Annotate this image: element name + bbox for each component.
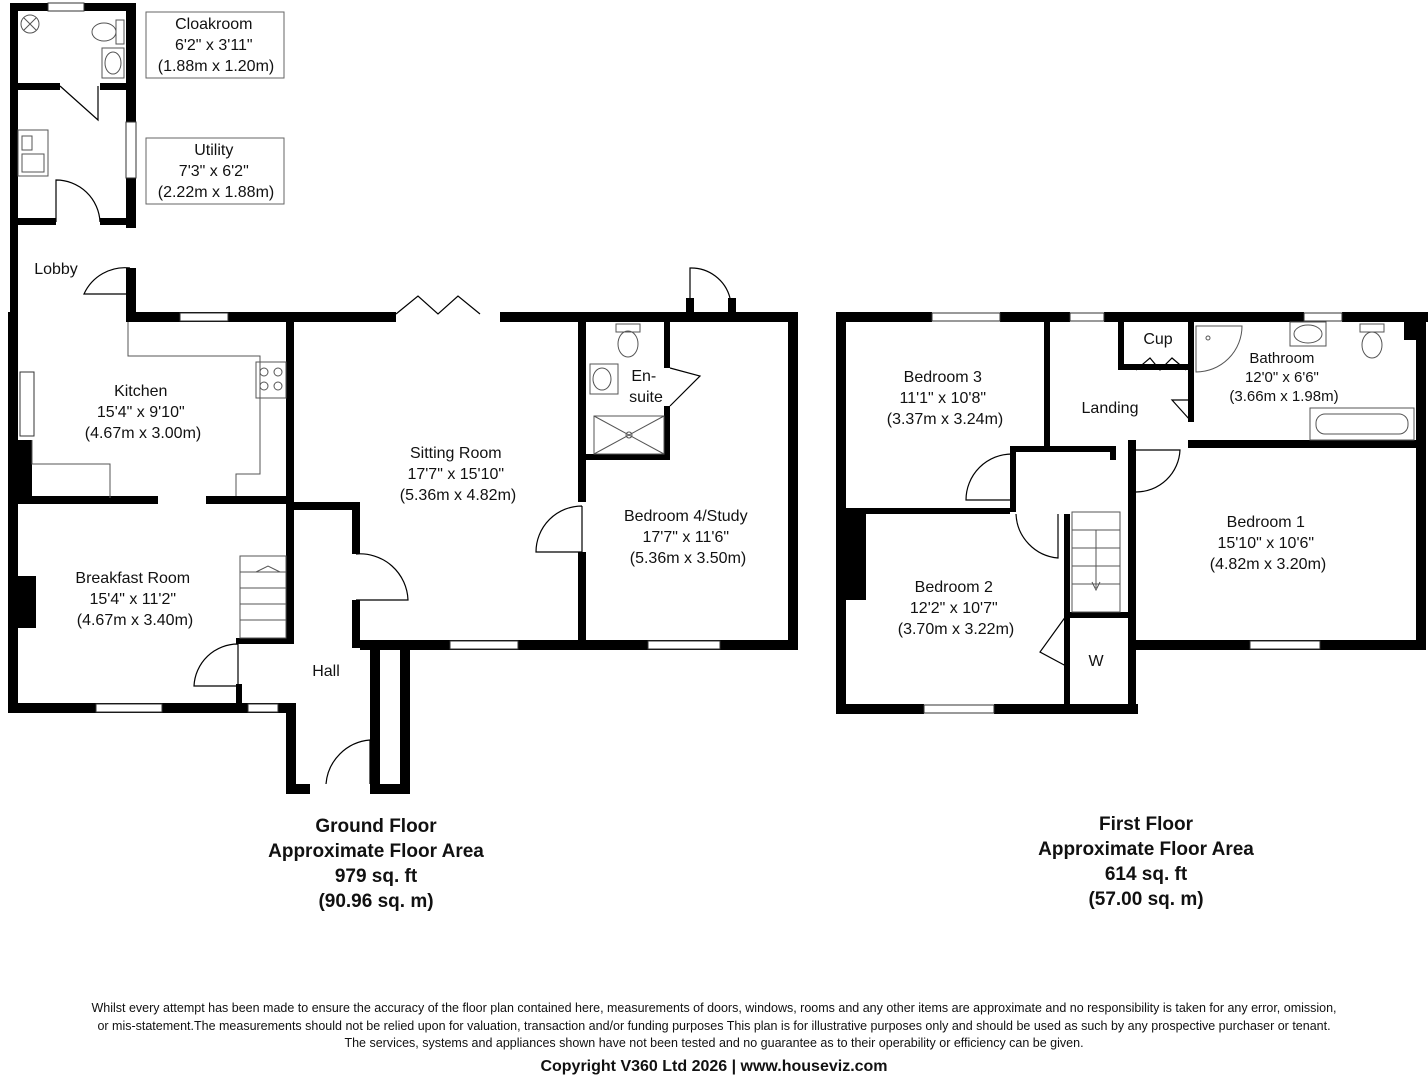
basin-icon [589,363,619,395]
first-floor-doors [965,357,1191,667]
bedroom-4-label: Bedroom 4/Study 17'7" x 11'6" (5.36m x 3… [624,508,752,567]
hob-icon [255,361,287,399]
ground-floor-windows [19,2,721,713]
first-floor-labels: Bedroom 3 11'1" x 10'8" (3.37m x 3.24m) … [887,331,1339,670]
sitting-room-label: Sitting Room 17'7" x 15'10" (5.36m x 4.8… [400,445,516,504]
bathroom-label: Bathroom 12'0" x 6'6" (3.66m x 1.98m) [1229,350,1338,405]
shower-tray-icon [593,415,665,455]
label-box [145,11,285,205]
kitchen-label: Kitchen 15'4" x 9'10" (4.67m x 3.00m) [85,383,201,442]
basin-icon [101,47,125,79]
toilet-icon [615,323,641,358]
utility-label: Utility 7'3" x 6'2" (2.22m x 1.88m) [158,142,274,201]
bedroom-1-label: Bedroom 1 15'10" x 10'6" (4.82m x 3.20m) [1210,514,1326,573]
ground-floor-doors [55,85,731,785]
breakfast-room-label: Breakfast Room 15'4" x 11'2" (4.67m x 3.… [75,570,194,629]
first-floor-title: First Floor [1099,814,1193,835]
bedroom-2-label: Bedroom 2 12'2" x 10'7" (3.70m x 3.22m) [898,579,1014,638]
cloakroom-label: Cloakroom 6'2" x 3'11" (1.88m x 1.20m) [158,16,274,75]
extractor-fan-icon [20,14,40,34]
ground-floor-area-subtitle: Approximate Floor Area [268,841,484,862]
staircase [1071,511,1121,613]
first-floor-windows [923,312,1343,714]
shower-enclosure-icon [1195,325,1243,373]
first-floor-sq-ft: 614 sq. ft [1104,864,1188,885]
disclaimer-line: Whilst every attempt has been made to en… [91,1001,1337,1015]
first-floor-area: First Floor Approximate Floor Area 614 s… [996,812,1296,912]
copyright: Copyright V360 Ltd 2026 | www.houseviz.c… [540,1058,888,1075]
first-floor-fixtures [1071,321,1415,613]
ground-floor-area: Ground Floor Approximate Floor Area 979 … [226,814,526,914]
lobby-label: Lobby [34,261,78,278]
floor-plan: Cloakroom 6'2" x 3'11" (1.88m x 1.20m) U… [8,2,1428,794]
en-suite-label: En- suite [629,368,663,406]
kitchen-worktop [31,440,111,498]
ground-floor-labels: Cloakroom 6'2" x 3'11" (1.88m x 1.20m) U… [34,16,752,680]
ground-floor-fixtures [17,14,665,639]
landing-label: Landing [1082,400,1139,417]
first-floor-sq-m: (57.00 sq. m) [1088,889,1204,910]
wardrobe-label: W [1088,653,1104,670]
sink-icon [17,129,49,177]
ground-floor-title: Ground Floor [315,816,437,837]
kitchen-worktop [127,322,261,496]
disclaimer: Whilst every attempt has been made to en… [0,1000,1428,1053]
first-floor-area-subtitle: Approximate Floor Area [1038,839,1254,860]
basin-icon [1289,321,1327,347]
ground-floor-sq-m: (90.96 sq. m) [318,891,434,912]
hall-label: Hall [312,663,340,680]
disclaimer-line: The services, systems and appliances sho… [344,1036,1084,1050]
bedroom-3-label: Bedroom 3 11'1" x 10'8" (3.37m x 3.24m) [887,369,1003,428]
bath-icon [1309,407,1415,441]
disclaimer-line: or mis-statement.The measurements should… [97,1018,1331,1033]
toilet-icon [1359,323,1385,359]
toilet-icon [91,19,125,45]
cup-label: Cup [1143,331,1172,348]
ground-floor-sq-ft: 979 sq. ft [334,866,418,887]
staircase [239,555,287,639]
